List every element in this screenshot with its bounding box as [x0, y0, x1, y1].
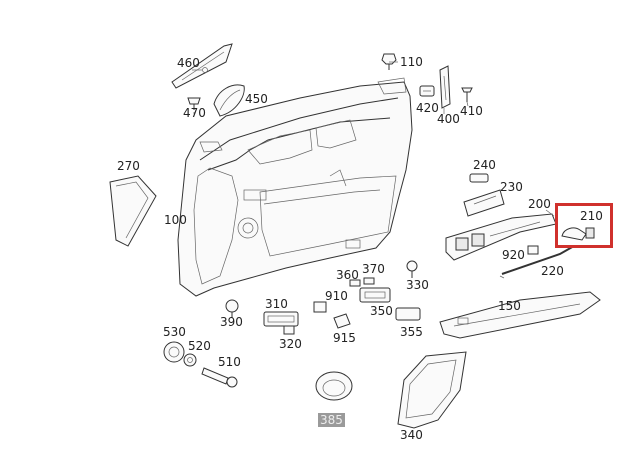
part-470-drawing [187, 97, 201, 110]
part-350-drawing [359, 287, 391, 303]
part-label-370[interactable]: 370 [362, 262, 385, 276]
part-200-drawing [445, 213, 557, 261]
part-310-drawing [263, 311, 299, 327]
part-915-drawing [333, 313, 351, 329]
part-520-drawing [183, 353, 197, 367]
part-530-drawing [163, 341, 185, 363]
part-label-530[interactable]: 530 [163, 325, 186, 339]
part-label-330[interactable]: 330 [406, 278, 429, 292]
part-320-drawing [283, 325, 295, 335]
part-label-240[interactable]: 240 [473, 158, 496, 172]
part-100-drawing [177, 77, 413, 297]
part-340-drawing [397, 351, 467, 429]
part-label-510[interactable]: 510 [218, 355, 241, 369]
part-label-350[interactable]: 350 [370, 304, 393, 318]
part-240-drawing [469, 173, 489, 183]
part-label-150[interactable]: 150 [498, 299, 521, 313]
part-label-450[interactable]: 450 [245, 92, 268, 106]
part-360-drawing [349, 279, 361, 287]
part-330-drawing [406, 260, 418, 278]
part-270-drawing [109, 175, 157, 247]
part-385-drawing [315, 371, 353, 401]
part-220-drawing [501, 245, 575, 275]
part-label-220[interactable]: 220 [541, 264, 564, 278]
part-920-drawing [527, 245, 539, 255]
part-label-390[interactable]: 390 [220, 315, 243, 329]
part-label-385[interactable]: 385 [318, 413, 345, 427]
part-label-920[interactable]: 920 [502, 248, 525, 262]
part-label-100[interactable]: 100 [164, 213, 187, 227]
part-label-420[interactable]: 420 [416, 101, 439, 115]
part-label-910[interactable]: 910 [325, 289, 348, 303]
part-400-drawing [439, 65, 451, 109]
part-label-520[interactable]: 520 [188, 339, 211, 353]
part-label-310[interactable]: 310 [265, 297, 288, 311]
part-label-410[interactable]: 410 [460, 104, 483, 118]
part-210-drawing [561, 227, 595, 241]
part-label-230[interactable]: 230 [500, 180, 523, 194]
part-label-210[interactable]: 210 [580, 209, 603, 223]
part-label-270[interactable]: 270 [117, 159, 140, 173]
part-label-340[interactable]: 340 [400, 428, 423, 442]
part-label-110[interactable]: 110 [400, 55, 423, 69]
part-label-320[interactable]: 320 [279, 337, 302, 351]
part-510-drawing [201, 367, 238, 388]
part-370-drawing [363, 277, 375, 285]
part-label-355[interactable]: 355 [400, 325, 423, 339]
part-230-drawing [463, 189, 505, 217]
part-910-drawing [313, 301, 327, 313]
part-150-drawing [439, 291, 601, 339]
part-label-200[interactable]: 200 [528, 197, 551, 211]
part-410-drawing [461, 87, 473, 102]
part-label-470[interactable]: 470 [183, 106, 206, 120]
part-390-drawing [225, 299, 239, 318]
part-label-360[interactable]: 360 [336, 268, 359, 282]
part-110-drawing [381, 53, 397, 70]
part-420-drawing [419, 85, 435, 97]
part-label-915[interactable]: 915 [333, 331, 356, 345]
part-label-400[interactable]: 400 [437, 112, 460, 126]
part-450-drawing [213, 84, 245, 117]
part-460-drawing [171, 43, 233, 89]
leader-lines [192, 61, 555, 279]
part-label-460[interactable]: 460 [177, 56, 200, 70]
part-355-drawing [395, 307, 421, 321]
